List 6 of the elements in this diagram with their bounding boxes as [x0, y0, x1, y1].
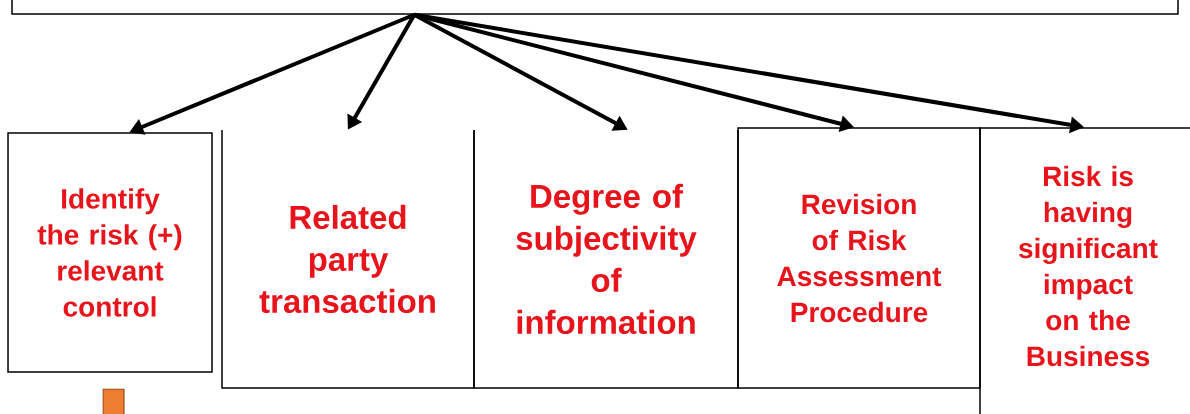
text-box: Risk is having significant impact on the Business — [979, 127, 1190, 414]
text-box: Revision of Risk Assessment Procedure — [737, 127, 981, 389]
text-box: Identify the risk (+) relevant control — [7, 132, 213, 373]
empty-box — [11, 0, 1179, 15]
text-box: Related party transaction — [221, 129, 475, 389]
text-box: Degree of subjectivity of information — [473, 129, 739, 389]
